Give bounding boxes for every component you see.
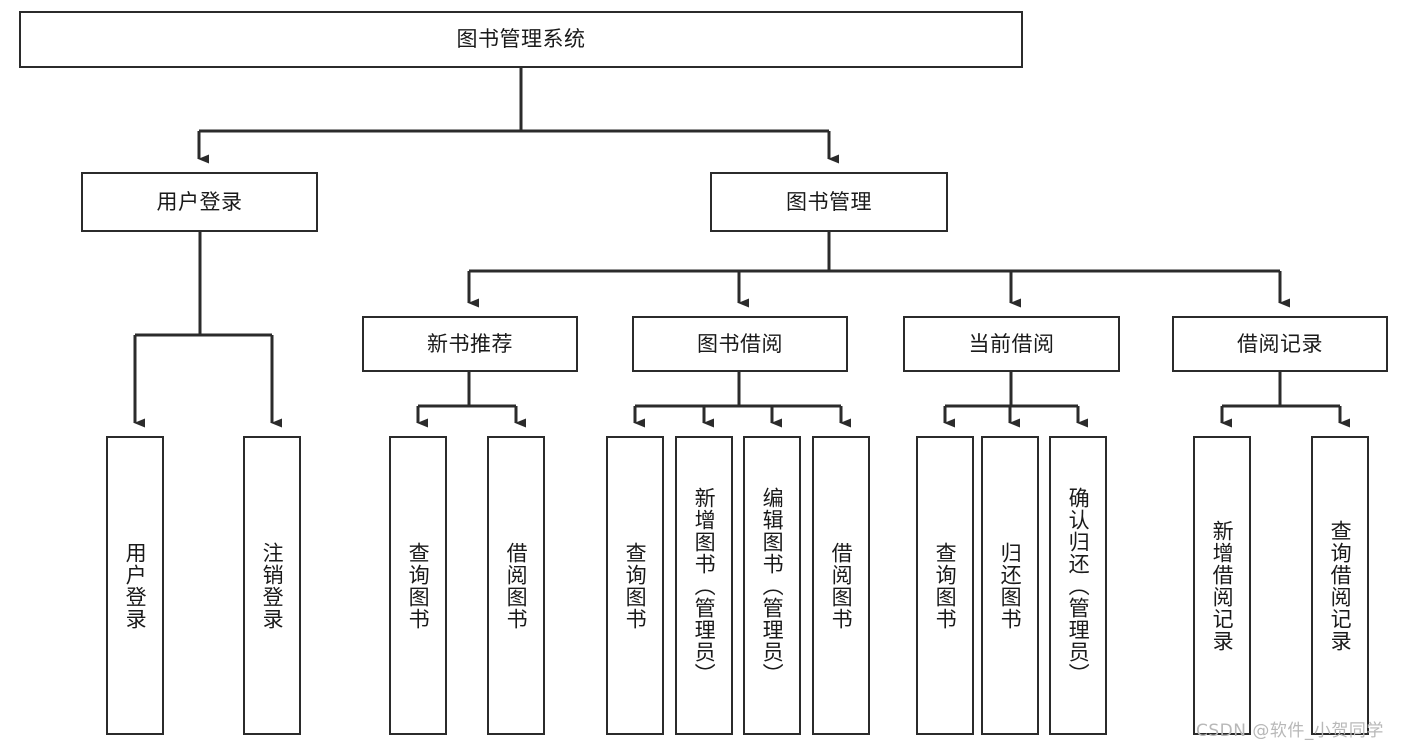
node-leaf-query-book-borrow[interactable]: 查询图书 bbox=[606, 436, 664, 735]
csdn-watermark: CSDN @软件_小贺同学 bbox=[1196, 721, 1384, 741]
node-new-book-recommend[interactable]: 新书推荐 bbox=[362, 316, 578, 372]
node-leaf-borrow-book[interactable]: 借阅图书 bbox=[812, 436, 870, 735]
node-label: 图书管理 bbox=[786, 189, 872, 214]
node-label: 当前借阅 bbox=[968, 331, 1055, 356]
node-label: 查询图书 bbox=[406, 541, 431, 630]
node-borrow-record[interactable]: 借阅记录 bbox=[1172, 316, 1388, 372]
node-label: 新增借阅记录 bbox=[1210, 519, 1235, 652]
node-label: 查询图书 bbox=[933, 541, 958, 630]
node-leaf-return-book[interactable]: 归还图书 bbox=[981, 436, 1039, 735]
node-label: 查询图书 bbox=[623, 541, 648, 630]
node-leaf-confirm-return[interactable]: 确认归还（管理员） bbox=[1049, 436, 1107, 735]
node-leaf-add-borrow-record[interactable]: 新增借阅记录 bbox=[1193, 436, 1251, 735]
node-label: 编辑图书（管理员） bbox=[760, 486, 785, 685]
node-label: 注销登录 bbox=[260, 541, 285, 630]
node-leaf-add-book[interactable]: 新增图书（管理员） bbox=[675, 436, 733, 735]
node-label: 归还图书 bbox=[998, 541, 1023, 630]
node-leaf-query-borrow-record[interactable]: 查询借阅记录 bbox=[1311, 436, 1369, 735]
node-leaf-borrow-book-recommend[interactable]: 借阅图书 bbox=[487, 436, 545, 735]
node-label: 新增图书（管理员） bbox=[692, 486, 717, 685]
node-label: 借阅图书 bbox=[504, 541, 529, 630]
node-label: 图书管理系统 bbox=[456, 27, 586, 52]
node-root[interactable]: 图书管理系统 bbox=[19, 11, 1023, 68]
node-label: 用户登录 bbox=[123, 541, 148, 630]
node-label: 图书借阅 bbox=[697, 331, 783, 356]
node-leaf-edit-book[interactable]: 编辑图书（管理员） bbox=[743, 436, 801, 735]
node-label: 确认归还（管理员） bbox=[1066, 486, 1091, 685]
node-label: 借阅图书 bbox=[829, 541, 854, 630]
node-user-login[interactable]: 用户登录 bbox=[81, 172, 318, 232]
node-leaf-query-book-recommend[interactable]: 查询图书 bbox=[389, 436, 447, 735]
node-book-borrow[interactable]: 图书借阅 bbox=[632, 316, 848, 372]
node-label: 新书推荐 bbox=[427, 331, 513, 356]
node-current-borrow[interactable]: 当前借阅 bbox=[903, 316, 1120, 372]
node-label: 借阅记录 bbox=[1237, 331, 1323, 356]
node-label: 查询借阅记录 bbox=[1328, 519, 1353, 652]
node-leaf-query-book-current[interactable]: 查询图书 bbox=[916, 436, 974, 735]
node-label: 用户登录 bbox=[156, 189, 243, 214]
node-leaf-user-login[interactable]: 用户登录 bbox=[106, 436, 164, 735]
node-leaf-user-logout[interactable]: 注销登录 bbox=[243, 436, 301, 735]
node-book-manage[interactable]: 图书管理 bbox=[710, 172, 948, 232]
